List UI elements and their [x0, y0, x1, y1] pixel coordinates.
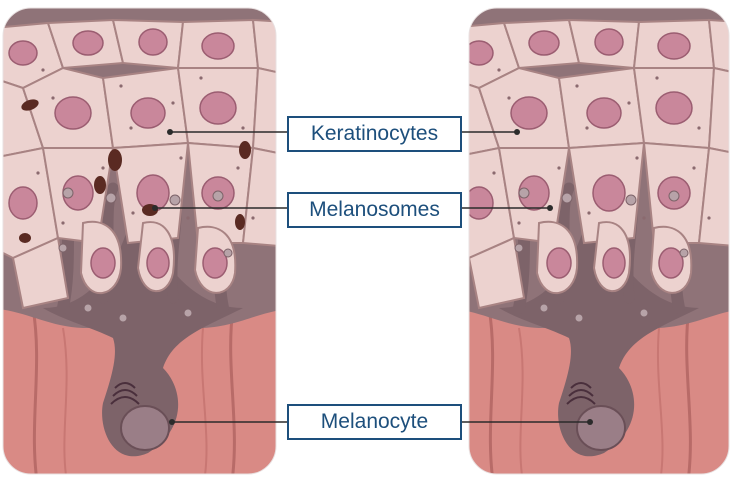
right-skin-panel: [439, 8, 731, 477]
label-keratinocytes: Keratinocytes: [287, 116, 462, 152]
label-melanocyte-text: Melanocyte: [321, 410, 428, 434]
label-melanosomes-text: Melanosomes: [309, 198, 440, 222]
left-skin-panel: [0, 8, 303, 477]
label-melanosomes: Melanosomes: [287, 192, 462, 228]
label-keratinocytes-text: Keratinocytes: [311, 122, 438, 146]
label-melanocyte: Melanocyte: [287, 404, 462, 440]
